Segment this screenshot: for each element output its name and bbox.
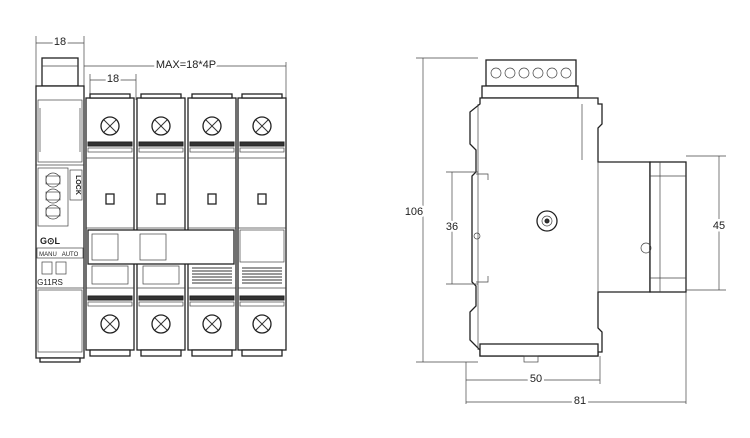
side-body-outline bbox=[469, 97, 651, 357]
dim-pole-width: 18 bbox=[107, 73, 119, 85]
terminal-hole-icon bbox=[546, 67, 558, 79]
lock-label: LOCK bbox=[74, 175, 81, 195]
side-view: DC48V-48V+NC485-B485-A 106 36 bbox=[402, 57, 728, 410]
auto-label: AUTO bbox=[62, 252, 79, 258]
dim-front-height: 45 bbox=[713, 220, 725, 232]
manu-label: MANU bbox=[39, 252, 57, 258]
dim-rail: 36 bbox=[446, 221, 458, 233]
breaker-pole bbox=[136, 93, 186, 357]
model-label: G11RS bbox=[37, 278, 63, 287]
operating-module: LOCK G⊙L MANU AUTO G11RS bbox=[35, 57, 85, 363]
terminal-hole-icon bbox=[560, 67, 572, 79]
dim-depth-front: 50 bbox=[530, 373, 542, 385]
terminal-hole-icon bbox=[532, 67, 544, 79]
dim-height: 106 bbox=[405, 206, 423, 218]
dim-depth-total: 81 bbox=[574, 395, 586, 407]
dim-max-width: MAX=18*4P bbox=[156, 59, 216, 71]
breaker-handle bbox=[87, 229, 235, 265]
terminal-hole-icon bbox=[518, 67, 530, 79]
dim-top-width: 18 bbox=[54, 36, 66, 48]
terminal-hole-icon bbox=[490, 67, 502, 79]
brand-label: G⊙L bbox=[40, 236, 61, 246]
breaker-pole bbox=[85, 93, 135, 357]
breaker-poles bbox=[85, 93, 287, 357]
breaker-pole bbox=[237, 93, 287, 357]
front-view: 18 MAX=18*4P 18 LOCK G⊙L bbox=[35, 34, 287, 363]
terminal-hole-icon bbox=[504, 67, 516, 79]
breaker-pole bbox=[187, 93, 237, 357]
